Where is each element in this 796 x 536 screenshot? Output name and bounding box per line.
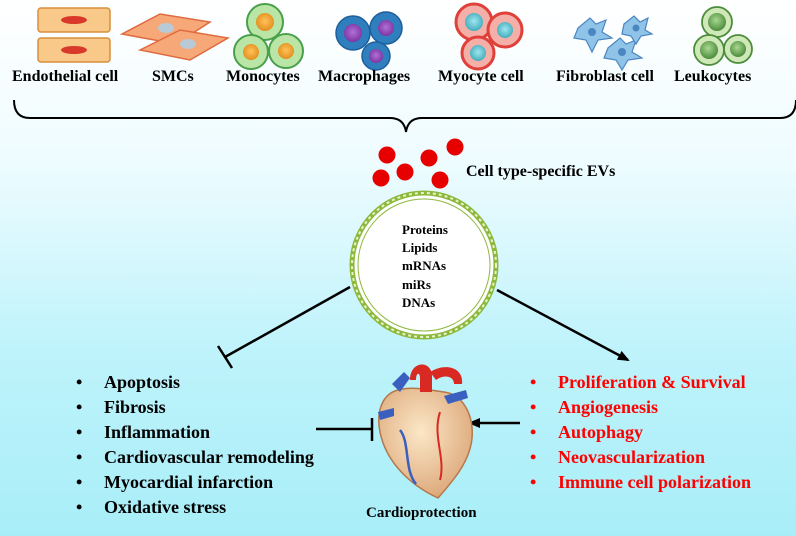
list-item-label: Immune cell polarization	[558, 472, 751, 492]
list-item: • Autophagy	[530, 420, 751, 445]
fibroblast-icon	[573, 15, 654, 72]
list-item: • Myocardial infarction	[76, 470, 314, 495]
list-item: • Fibrosis	[76, 395, 314, 420]
list-item: • Inflammation	[76, 420, 314, 445]
bullet-icon: •	[530, 372, 537, 392]
list-item-label: Oxidative stress	[104, 497, 227, 517]
list-item-label: Apoptosis	[104, 372, 181, 392]
cell-label-smcs: SMCs	[152, 68, 194, 85]
bullet-icon: •	[76, 447, 83, 467]
cell-label-macrophages: Macrophages	[318, 68, 411, 85]
bullet-icon: •	[530, 472, 537, 492]
list-item: • Neovascularization	[530, 445, 751, 470]
list-item: • Angiogenesis	[530, 395, 751, 420]
macrophage-icon	[335, 11, 403, 71]
list-item-label: Autophagy	[558, 422, 644, 442]
list-item: • Oxidative stress	[76, 495, 314, 520]
cell-label-myocyte: Myocyte cell	[438, 68, 524, 85]
promoted-processes-list: •Proliferation & Survival •Angiogenesis …	[530, 370, 751, 495]
inhibition-arrow-left	[216, 285, 351, 369]
list-item: • Cardiovascular remodeling	[76, 445, 314, 470]
bullet-icon: •	[530, 422, 537, 442]
list-item-label: Myocardial infarction	[104, 472, 274, 492]
grouping-brace	[13, 99, 796, 133]
cell-label-monocytes: Monocytes	[226, 68, 300, 85]
heart-label: Cardioprotection	[366, 505, 477, 521]
monocyte-icon	[233, 3, 304, 70]
list-item-label: Cardiovascular remodeling	[104, 447, 314, 467]
list-item-label: Fibrosis	[104, 397, 166, 417]
bullet-icon: •	[530, 447, 537, 467]
cargo-dnas: DNAs	[402, 295, 436, 310]
list-item: • Immune cell polarization	[530, 470, 751, 495]
inhibited-processes-list: • Apoptosis • Fibrosis • Inflammation • Card…	[76, 370, 314, 520]
cargo-lipids: Lipids	[402, 240, 438, 255]
bullet-icon: •	[530, 397, 537, 417]
bullet-icon: •	[76, 497, 83, 517]
cargo-proteins: Proteins	[402, 222, 448, 237]
endothelial-cell-icon	[37, 7, 111, 63]
cell-label-leukocytes: Leukocytes	[674, 68, 752, 85]
list-item-label: Neovascularization	[558, 447, 705, 467]
list-item-label: Proliferation & Survival	[558, 372, 746, 392]
bullet-icon: •	[76, 372, 83, 392]
bullet-icon: •	[76, 397, 83, 417]
cell-label-fibroblast: Fibroblast cell	[556, 68, 654, 85]
smc-icon	[119, 13, 231, 61]
bullet-icon: •	[76, 472, 83, 492]
extracellular-vesicle	[349, 190, 499, 340]
heart-icon	[378, 364, 473, 499]
list-item: • Proliferation & Survival	[530, 370, 751, 395]
leukocyte-icon	[693, 6, 753, 66]
bullet-icon: •	[76, 422, 83, 442]
ev-dots	[372, 138, 464, 189]
list-item-label: Angiogenesis	[558, 397, 659, 417]
ev-label: Cell type-specific EVs	[466, 163, 616, 180]
cargo-mrnas: mRNAs	[402, 258, 447, 273]
list-item: • Apoptosis	[76, 370, 314, 395]
cargo-mirs: miRs	[402, 277, 431, 292]
inhibition-arrow-heart	[316, 418, 374, 441]
myocyte-icon	[454, 2, 524, 71]
cell-label-endothelial: Endothelial cell	[12, 68, 119, 85]
list-item-label: Inflammation	[104, 422, 211, 442]
activation-arrow-right	[496, 288, 630, 362]
